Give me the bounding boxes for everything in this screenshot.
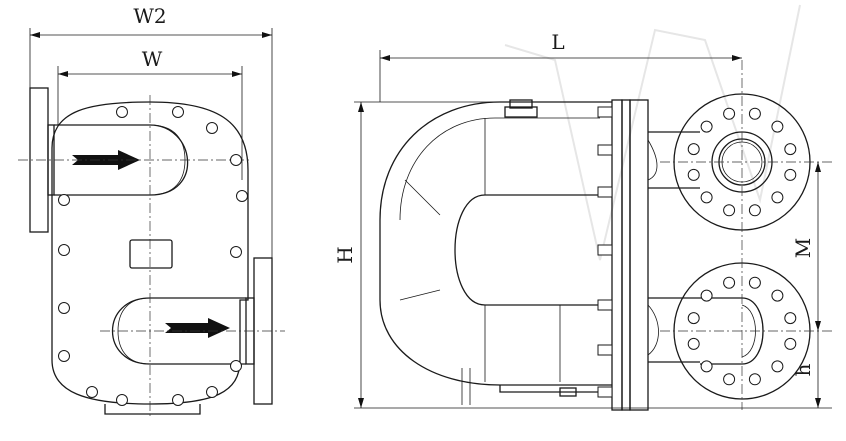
- bolt-hole: [230, 246, 242, 258]
- flange-bolt-hole: [687, 168, 700, 181]
- side-bolt-nuts: [597, 106, 613, 398]
- bolt-hole: [116, 106, 128, 118]
- flange-bolt-hole: [687, 337, 700, 350]
- flange-bolt-hole: [771, 120, 784, 133]
- bolt-nut: [597, 344, 613, 356]
- upper-flange-bolt-holes: [687, 107, 797, 217]
- bolt-hole: [236, 190, 248, 202]
- bolt-hole: [58, 350, 70, 362]
- flange-bolt-hole: [700, 360, 713, 373]
- bolt-hole: [58, 244, 70, 256]
- bolt-hole: [230, 360, 242, 372]
- bolt-hole: [206, 122, 218, 134]
- bolt-nut: [597, 186, 613, 198]
- flange-bolt-hole: [723, 373, 736, 386]
- dimension-label-h-upper: H: [333, 246, 357, 263]
- bolt-hole: [230, 154, 242, 166]
- flange-bolt-hole: [700, 289, 713, 302]
- dimension-label-l: L: [551, 30, 564, 54]
- flange-bolt-hole: [748, 373, 761, 386]
- flange-bolt-hole: [700, 120, 713, 133]
- bolt-nut: [597, 144, 613, 156]
- watermark: [504, 4, 801, 261]
- dimension-label-h-lower: h: [791, 363, 815, 376]
- flange-bolt-hole: [784, 312, 797, 325]
- bolt-nut: [597, 244, 613, 256]
- flange-bolt-hole: [748, 204, 761, 217]
- bolt-hole: [172, 394, 184, 406]
- bolt-hole: [116, 394, 128, 406]
- bolt-hole: [86, 386, 98, 398]
- dimension-label-m: M: [791, 238, 815, 258]
- flange-bolt-hole: [771, 360, 784, 373]
- flange-bolt-hole: [784, 337, 797, 350]
- flange-bolt-hole: [771, 191, 784, 204]
- front-dimensions: [29, 28, 273, 258]
- flange-bolt-hole: [723, 276, 736, 289]
- flange-bolt-hole: [784, 168, 797, 181]
- side-centerlines: [660, 60, 832, 410]
- flange-bolt-hole: [723, 107, 736, 120]
- flange-bolt-hole: [687, 143, 700, 156]
- flange-bolt-hole: [748, 276, 761, 289]
- dimension-label-w2: W2: [133, 4, 166, 28]
- flange-bolt-hole: [784, 143, 797, 156]
- bolt-nut: [597, 106, 613, 118]
- dimension-label-w: W: [142, 47, 163, 71]
- side-view: [379, 99, 700, 411]
- front-view: [18, 87, 285, 418]
- flange-bolt-hole: [687, 312, 700, 325]
- lower-flange-bolt-holes: [687, 276, 797, 386]
- flange-bolt-hole: [723, 204, 736, 217]
- bolt-hole: [206, 386, 218, 398]
- flange-bolt-hole: [700, 191, 713, 204]
- bolt-hole: [58, 302, 70, 314]
- front-bolt-holes: [58, 106, 248, 406]
- bolt-nut: [597, 386, 613, 398]
- side-dimensions: [354, 50, 832, 409]
- bolt-nut: [597, 299, 613, 311]
- flange-bolt-hole: [771, 289, 784, 302]
- bolt-hole: [58, 194, 70, 206]
- bolt-hole: [172, 106, 184, 118]
- flange-bolt-hole: [748, 107, 761, 120]
